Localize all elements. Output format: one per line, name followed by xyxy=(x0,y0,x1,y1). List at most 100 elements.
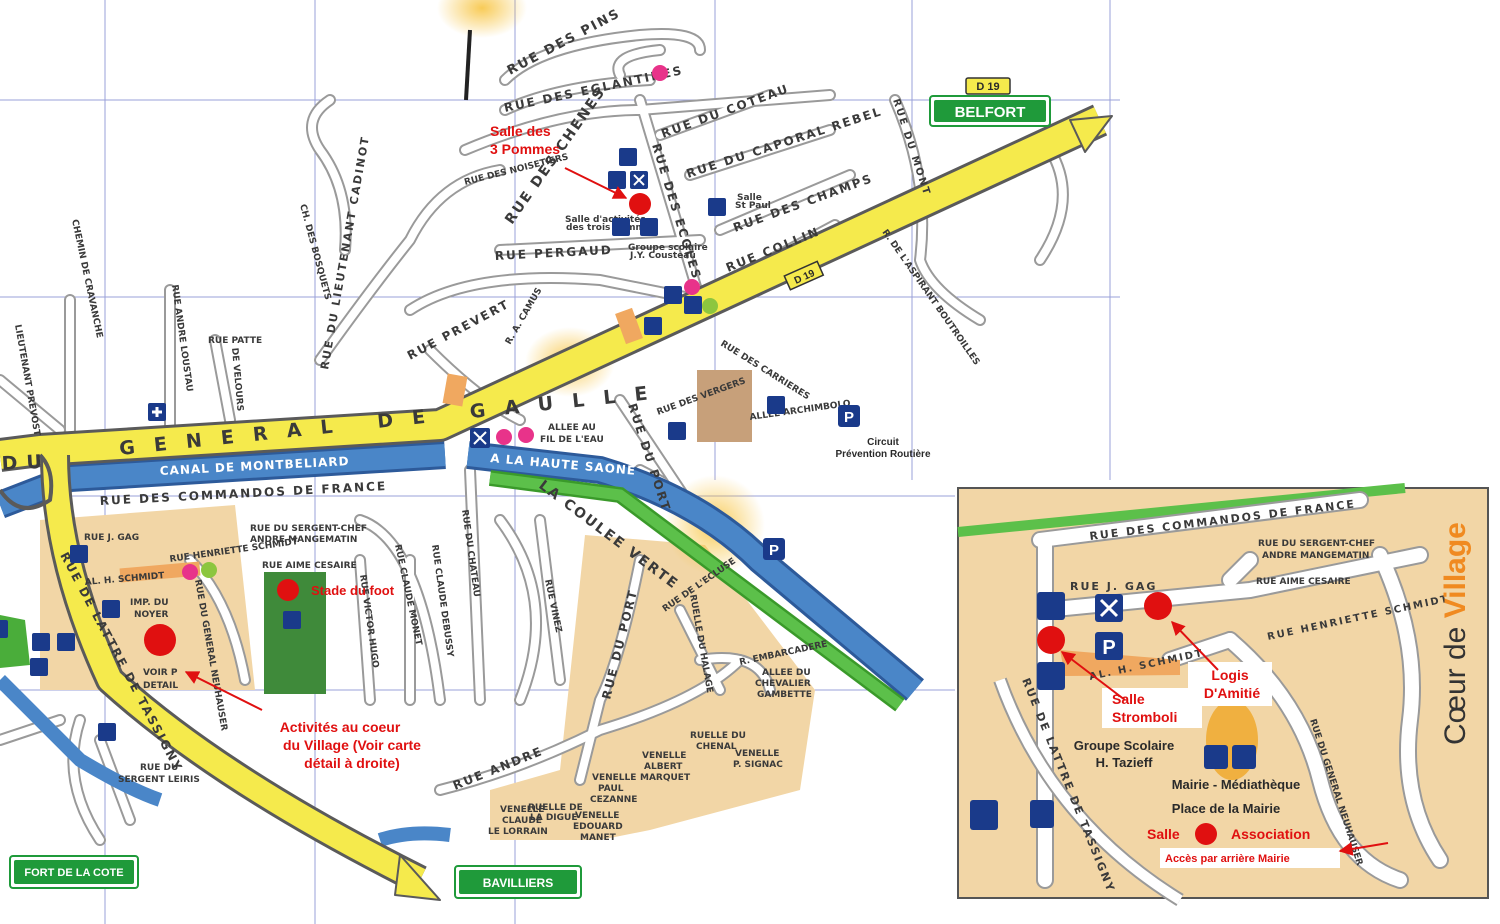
inset-school-icon xyxy=(1037,662,1065,690)
pink-marker xyxy=(182,564,198,580)
inset-logis-label-2: D'Amitié xyxy=(1204,685,1260,701)
street-venelle-albert-1: VENELLE xyxy=(642,751,686,761)
label-salle-activites-2: des trois pommes xyxy=(566,223,656,233)
street-sergent-leiris-1: RUE DU xyxy=(140,763,178,773)
inset-al-h-schmidt-band xyxy=(1060,650,1180,676)
label-voir-p: VOIR P xyxy=(143,668,178,678)
inset-stromboli-marker xyxy=(1037,626,1065,654)
church-icon xyxy=(32,633,50,651)
label-salle-st-paul-2: St Paul xyxy=(735,201,771,211)
inset-mairie-label: Mairie - Médiathèque xyxy=(1172,777,1301,792)
street-rue-du-mont: RUE DU MONT xyxy=(890,98,932,198)
street-label-du: DU xyxy=(1,450,51,475)
inset-bus-icon xyxy=(1037,592,1065,620)
inset-salle-assoc-label-2: Association xyxy=(1231,826,1310,842)
inset-church-icon xyxy=(970,800,998,830)
street-ruelle-du-chenal-1: RUELLE DU xyxy=(690,731,746,741)
street-allee-du-chevalier-1: ALLEE DU xyxy=(762,668,811,678)
inset-parking-icon xyxy=(1095,632,1123,660)
inset-mairie-icon xyxy=(1204,745,1228,769)
road-sign-fort-de-la-cote: FORT DE LA COTE xyxy=(9,855,139,889)
street-venelle-paul-1: VENELLE xyxy=(592,773,636,783)
activites-label-2: du Village (Voir carte xyxy=(283,737,421,753)
inset-salle-assoc-marker xyxy=(1195,823,1217,845)
street-rue-patte: RUE PATTE xyxy=(208,336,262,346)
road-sign-d19-top: D 19 xyxy=(965,77,1011,95)
inset-groupe-scolaire-2: H. Tazieff xyxy=(1096,755,1153,770)
street-venelle-signac-1: VENELLE xyxy=(735,749,779,759)
street-venelle-paul-3: CEZANNE xyxy=(590,795,637,805)
annotations: Salle des 3 Pommes Stade du foot Activit… xyxy=(144,123,651,771)
street-venelle-paul-2: PAUL xyxy=(598,784,624,794)
street-venelle-claude-2: CLAUDE xyxy=(502,816,542,826)
inset-title-1: Cœur de xyxy=(1439,618,1472,745)
post-icon xyxy=(684,296,702,314)
inset-rue-du-sergent-chef-1: RUE DU SERGENT-CHEF xyxy=(1258,539,1375,549)
street-venelle-albert-3: MARQUET xyxy=(640,773,691,783)
salle-3-pommes-arrow xyxy=(564,167,628,199)
bavilliers-label: BAVILLIERS xyxy=(483,876,553,890)
inset-groupe-scolaire-1: Groupe Scolaire xyxy=(1074,738,1174,753)
street-imp-du-noyer-2: NOYER xyxy=(134,610,169,620)
inset-logis-arrow xyxy=(1171,620,1219,671)
street-venelle-edouard-1: VENELLE xyxy=(575,811,619,821)
inset-stromboli-arrow xyxy=(1060,651,1126,701)
street-ruelle-de-la-digue-1: RUELLE DE xyxy=(528,803,583,813)
street-allee-au: ALLEE AU xyxy=(548,423,596,433)
coeur-du-village-marker xyxy=(144,624,176,656)
bus-icon xyxy=(70,545,88,563)
street-ruelle-du-chenal-2: CHENAL xyxy=(696,742,737,752)
street-allee-archimbolo: ALLEE ARCHIMBOLO xyxy=(749,399,852,423)
inset-acces-arrow xyxy=(1338,842,1389,856)
school-icon xyxy=(612,218,630,236)
inset-title-2: Village xyxy=(1439,522,1472,618)
tennis-icon xyxy=(668,422,686,440)
small-markers xyxy=(182,65,718,580)
street-rue-pergaud: RUE PERGAUD xyxy=(494,243,613,263)
pink-marker xyxy=(518,427,534,443)
playground-icon xyxy=(767,396,785,414)
street-venelle-edouard-3: MANET xyxy=(580,833,617,843)
inset-rue-j-gag: RUE J. GAG xyxy=(1070,580,1157,593)
inset-acces-box xyxy=(1160,848,1340,868)
belfort-label: BELFORT xyxy=(955,104,1026,121)
street-venelle-claude-1: VENELLE xyxy=(500,805,544,815)
label-groupe-scolaire-1: Groupe scolaire xyxy=(628,243,708,253)
street-fil-de-leau: FIL DE L'EAU xyxy=(540,435,604,445)
school-icon xyxy=(608,171,626,189)
stade-marker xyxy=(277,579,299,601)
street-venelle-claude-3: LE LORRAIN xyxy=(488,827,548,837)
street-rue-aime-cesaire: RUE AIME CESAIRE xyxy=(262,561,357,571)
street-sergent-leiris-2: SERGENT LEIRIS xyxy=(118,775,200,785)
street-rue-du-sergent-chef-1: RUE DU SERGENT-CHEF xyxy=(250,524,367,534)
inset-salle-assoc-label-1: Salle xyxy=(1147,826,1180,842)
main-roads xyxy=(0,104,1113,901)
cross-cutlery-mark xyxy=(473,431,487,445)
road-sign-belfort: BELFORT xyxy=(929,95,1051,127)
salle-3-pommes-label-1: Salle des xyxy=(490,123,551,139)
inset-coeur-de-village: RUE DES COMMANDOS DE FRANCE RUE DU SERGE… xyxy=(957,483,1489,906)
street-imp-du-noyer-1: IMP. DU xyxy=(130,598,169,608)
street-rue-j-gag: RUE J. GAG xyxy=(84,533,139,543)
d19-label: D 19 xyxy=(976,81,999,93)
pink-marker xyxy=(652,65,668,81)
activites-label-3: détail à droite) xyxy=(304,755,400,771)
mail-icon xyxy=(664,286,682,304)
bus-icon xyxy=(0,620,8,638)
school-icon xyxy=(619,148,637,166)
street-rue-du-sergent-chef-2: ANDRE MANGEMATIN xyxy=(250,535,357,545)
label-circuit: Circuit xyxy=(867,437,899,448)
inset-parking-label: P xyxy=(1102,637,1115,659)
label-detail: DETAIL xyxy=(143,681,178,691)
service-icons: P P xyxy=(0,148,860,741)
green-marker xyxy=(201,562,217,578)
parking-icon-label: P xyxy=(844,409,854,426)
footpath xyxy=(464,29,472,101)
pink-marker xyxy=(684,279,700,295)
cross-cutlery-mark xyxy=(633,174,645,186)
inset-rue-du-sergent-chef-2: ANDRE MANGEMATIN xyxy=(1262,551,1369,561)
inset-place-label: Place de la Mairie xyxy=(1172,801,1280,816)
school-icon xyxy=(640,218,658,236)
